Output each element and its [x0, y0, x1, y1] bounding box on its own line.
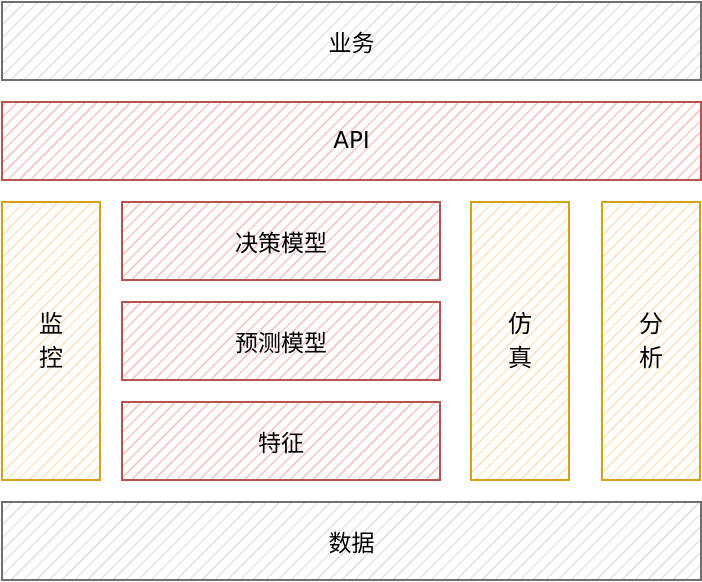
- decision-model-label: 决策模型: [235, 231, 327, 257]
- features-label: 特征: [258, 431, 304, 457]
- monitor-label: 监 控: [39, 307, 63, 375]
- simulation-char-1: 仿: [508, 310, 532, 338]
- monitor-char-2: 控: [39, 344, 63, 372]
- analysis-module: 分 析: [601, 201, 701, 481]
- data-layer: 数据: [1, 501, 702, 581]
- simulation-label: 仿 真: [508, 307, 532, 375]
- simulation-char-2: 真: [508, 344, 532, 372]
- business-label: 业务: [328, 31, 375, 57]
- business-layer: 业务: [1, 1, 702, 81]
- analysis-char-2: 析: [639, 344, 663, 372]
- data-label: 数据: [328, 531, 375, 557]
- api-label: API: [333, 128, 370, 154]
- features-box: 特征: [121, 401, 441, 481]
- prediction-model-box: 预测模型: [121, 301, 441, 381]
- analysis-label: 分 析: [639, 307, 663, 375]
- decision-model-box: 决策模型: [121, 201, 441, 281]
- api-layer: API: [1, 101, 702, 181]
- prediction-model-label: 预测模型: [235, 331, 327, 357]
- analysis-char-1: 分: [639, 310, 663, 338]
- monitor-module: 监 控: [1, 201, 101, 481]
- simulation-module: 仿 真: [470, 201, 570, 481]
- monitor-char-1: 监: [39, 310, 63, 338]
